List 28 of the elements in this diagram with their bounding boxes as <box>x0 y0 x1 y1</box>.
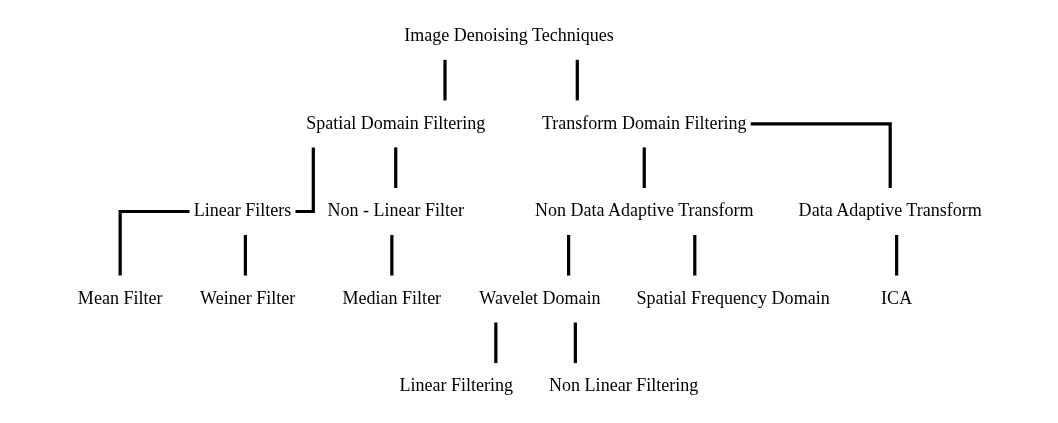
node-text: ICA <box>881 287 913 308</box>
connector <box>118 209 190 276</box>
node-text: Wavelet Domain <box>479 287 601 308</box>
connector <box>394 147 398 188</box>
connector <box>567 234 571 276</box>
connector <box>443 59 447 101</box>
connector <box>750 122 892 189</box>
node-text: Image Denoising Techniques <box>404 25 614 46</box>
node-text: Linear Filtering <box>399 375 514 396</box>
node-text: Non Linear Filtering <box>549 375 699 396</box>
connector <box>390 234 394 276</box>
connector <box>494 322 498 364</box>
connector <box>573 322 577 364</box>
node-text: Non - Linear Filter <box>327 200 465 221</box>
connector <box>243 234 247 276</box>
node-text: Data Adaptive Transform <box>798 200 982 221</box>
node-text: Non Data Adaptive Transform <box>534 200 754 221</box>
connector <box>895 234 899 276</box>
node-text: Median Filter <box>342 287 442 308</box>
node-text: Spatial Domain Filtering <box>306 112 486 133</box>
node-text: Spatial Frequency Domain <box>636 287 830 308</box>
node-text: Transform Domain Filtering <box>541 112 747 133</box>
connector <box>575 59 579 101</box>
node-text: Weiner Filter <box>200 287 296 308</box>
node-text: Linear Filters <box>193 200 292 221</box>
connector <box>693 234 697 276</box>
connector <box>642 147 646 188</box>
node-text: Mean Filter <box>77 287 163 308</box>
